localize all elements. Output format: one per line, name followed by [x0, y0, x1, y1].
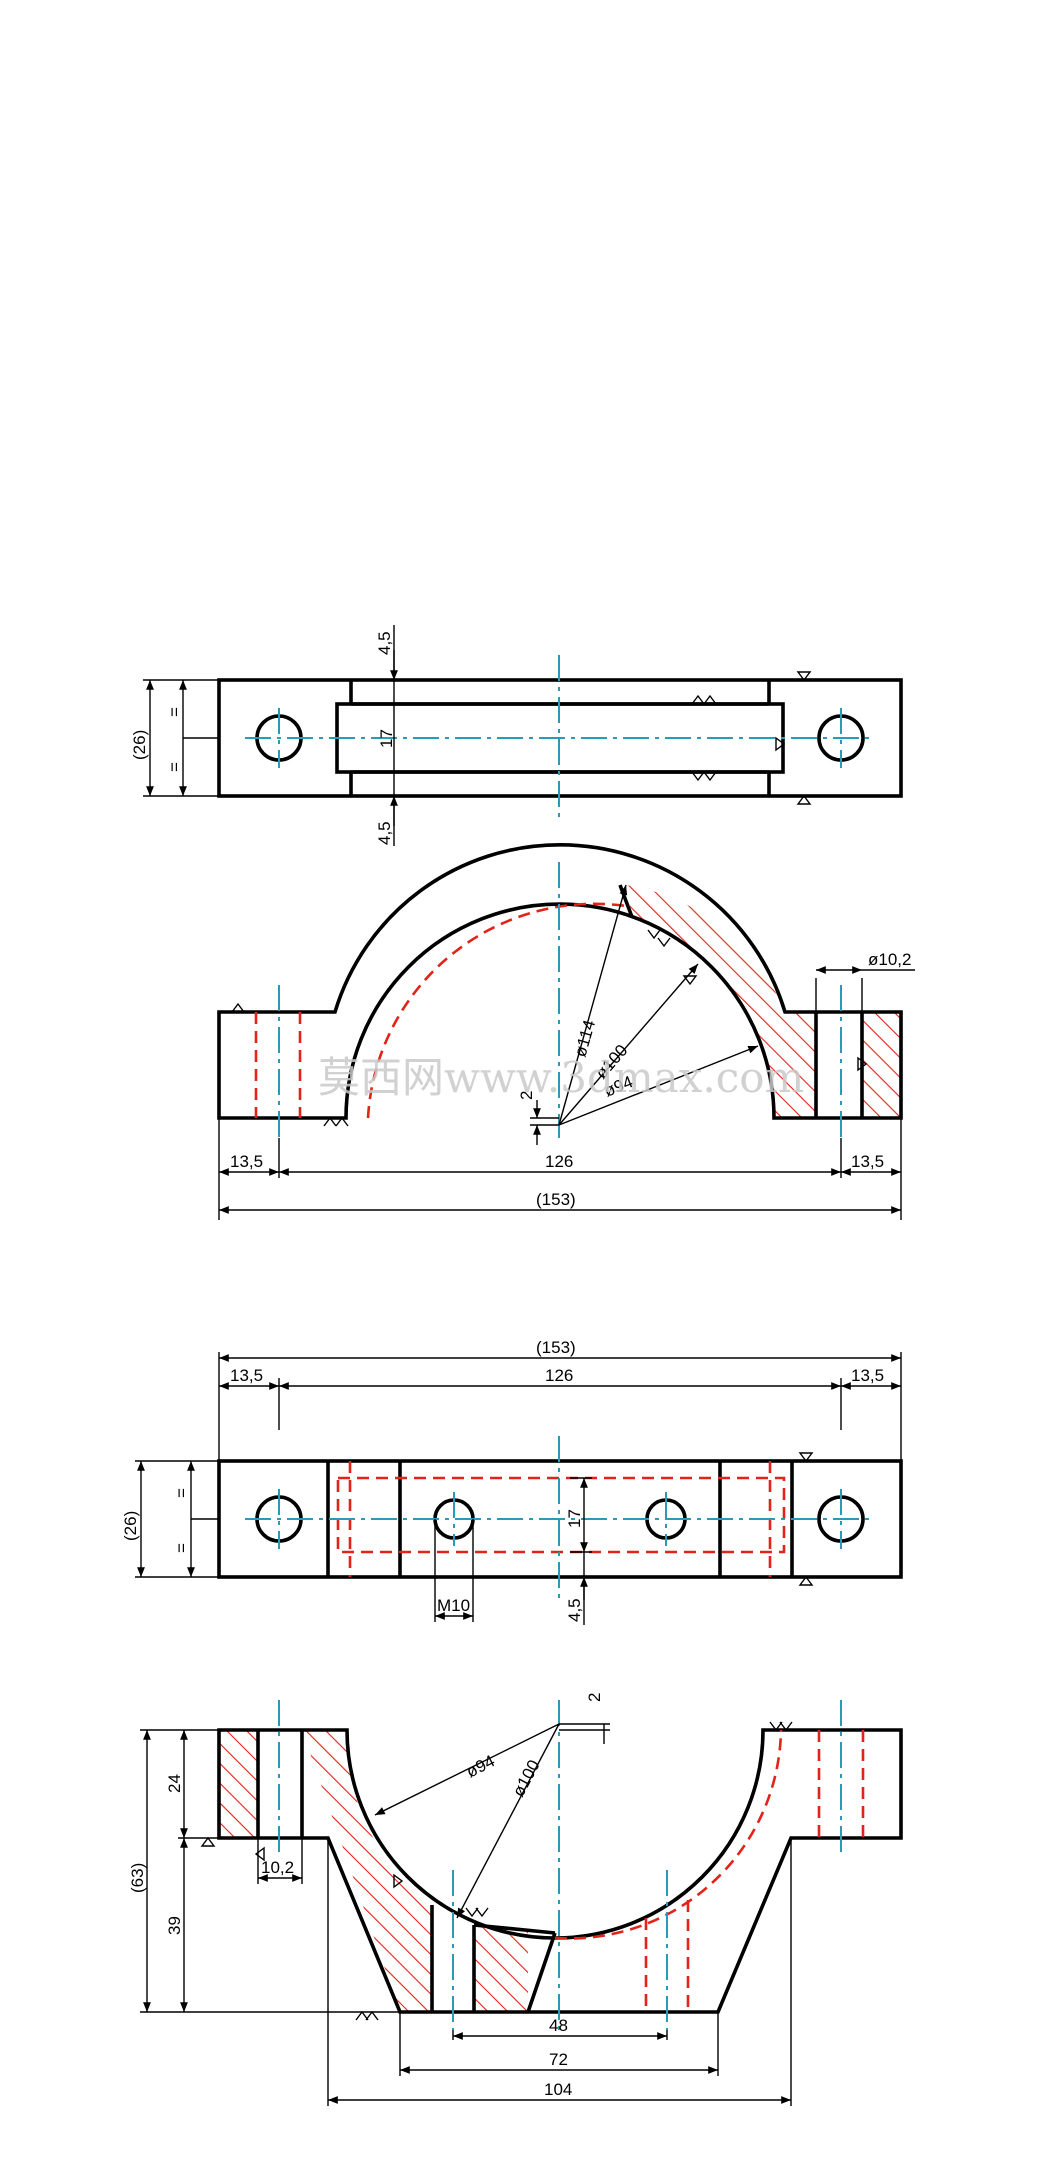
- dim-104: 104: [544, 2080, 572, 2099]
- dim-2-cap: 2: [517, 1091, 536, 1100]
- weld-mark-icon: [798, 1575, 814, 1586]
- dim-126: 126: [545, 1152, 573, 1171]
- base-plan-view: (153) 13,5 126 13,5 (26) = = 17 4,5 M10: [121, 1338, 903, 1625]
- dim-eq-1-base: =: [172, 1488, 191, 1498]
- dim-10-2: 10,2: [261, 1858, 294, 1877]
- weld-mark-icon: [254, 1846, 265, 1862]
- dim-4-5-base: 4,5: [565, 1598, 584, 1622]
- weld-mark-icon: [857, 1056, 868, 1072]
- dim-thread-m10: M10: [437, 1596, 470, 1615]
- top-cap-plan-view: 4,5 4,5 17 (26) = =: [130, 625, 903, 846]
- base-hatch-rib: [474, 1925, 528, 2012]
- dim-24: 24: [165, 1774, 184, 1793]
- dim-eq-1: =: [165, 707, 184, 717]
- weld-mark-icon: [682, 975, 698, 986]
- dim-13-5-left: 13,5: [230, 1152, 263, 1171]
- dim-48: 48: [549, 2016, 568, 2035]
- dim-eq-2: =: [165, 762, 184, 772]
- dim-dia-100-base: ø100: [509, 1757, 544, 1800]
- cap-section-hatch: [626, 885, 816, 1118]
- dim-17-base: 17: [565, 1509, 584, 1528]
- cap-lug-hatch-right: [862, 1012, 901, 1118]
- weld-mark-icon: [465, 1907, 489, 1918]
- dim-eq-2-base: =: [172, 1543, 191, 1553]
- dim-4-5-bottom: 4,5: [375, 821, 394, 845]
- weld-mark-icon: [200, 1836, 216, 1847]
- dim-dia-94-base: ø94: [463, 1751, 498, 1781]
- base-front-view: 2 ø94 ø100 24 (63) 39 10,2 48 72 104: [128, 1693, 903, 2106]
- watermark-text: 莫西网www.3dmax.com: [318, 1053, 804, 1102]
- dim-2-base: 2: [585, 1693, 604, 1702]
- dim-153-base: (153): [536, 1338, 576, 1357]
- weld-mark-icon: [796, 794, 812, 805]
- base-hidden-arc: [554, 1729, 783, 1940]
- dim-72: 72: [549, 2050, 568, 2069]
- weld-mark-icon: [691, 771, 717, 782]
- dim-153-cap: (153): [536, 1190, 576, 1209]
- weld-mark-icon: [647, 929, 671, 948]
- weld-mark-icon: [230, 1002, 246, 1013]
- dim-4-5-top: 4,5: [375, 631, 394, 655]
- dim-63: (63): [128, 1863, 147, 1893]
- dim-39: 39: [165, 1916, 184, 1935]
- dim-13-5-right-base: 13,5: [851, 1366, 884, 1385]
- dim-26-base: (26): [121, 1511, 140, 1541]
- weld-mark-icon: [393, 1873, 404, 1889]
- dim-dia-10-2: ø10,2: [868, 950, 911, 969]
- dim-17: 17: [377, 729, 396, 748]
- dim-13-5-left-base: 13,5: [230, 1366, 263, 1385]
- base-inner-wall-4: [473, 1923, 556, 1935]
- base-hatch-lug-left: [219, 1730, 258, 1838]
- weld-mark-icon: [796, 671, 812, 682]
- cap-front-view: ø114 ø100 ø94 2 ø10,2 13,5 126 13,5 (153…: [217, 843, 915, 1220]
- weld-mark-icon: [355, 2010, 379, 2021]
- weld-mark-icon: [775, 736, 786, 752]
- base-hatch-body-left: [302, 1730, 432, 2012]
- weld-mark-icon: [769, 1721, 793, 1732]
- dim-26: (26): [130, 730, 149, 760]
- weld-mark-icon: [798, 1452, 814, 1463]
- cap-front-outline: [217, 843, 903, 1120]
- base-inner-wall-3: [526, 1932, 557, 2013]
- base-front-outline: [217, 1728, 903, 2014]
- base-plan-hidden-slot: [336, 1476, 786, 1554]
- weld-mark-icon: [323, 1116, 349, 1127]
- weld-mark-icon: [691, 694, 717, 705]
- dim-13-5-right: 13,5: [851, 1152, 884, 1171]
- dim-126-base: 126: [545, 1366, 573, 1385]
